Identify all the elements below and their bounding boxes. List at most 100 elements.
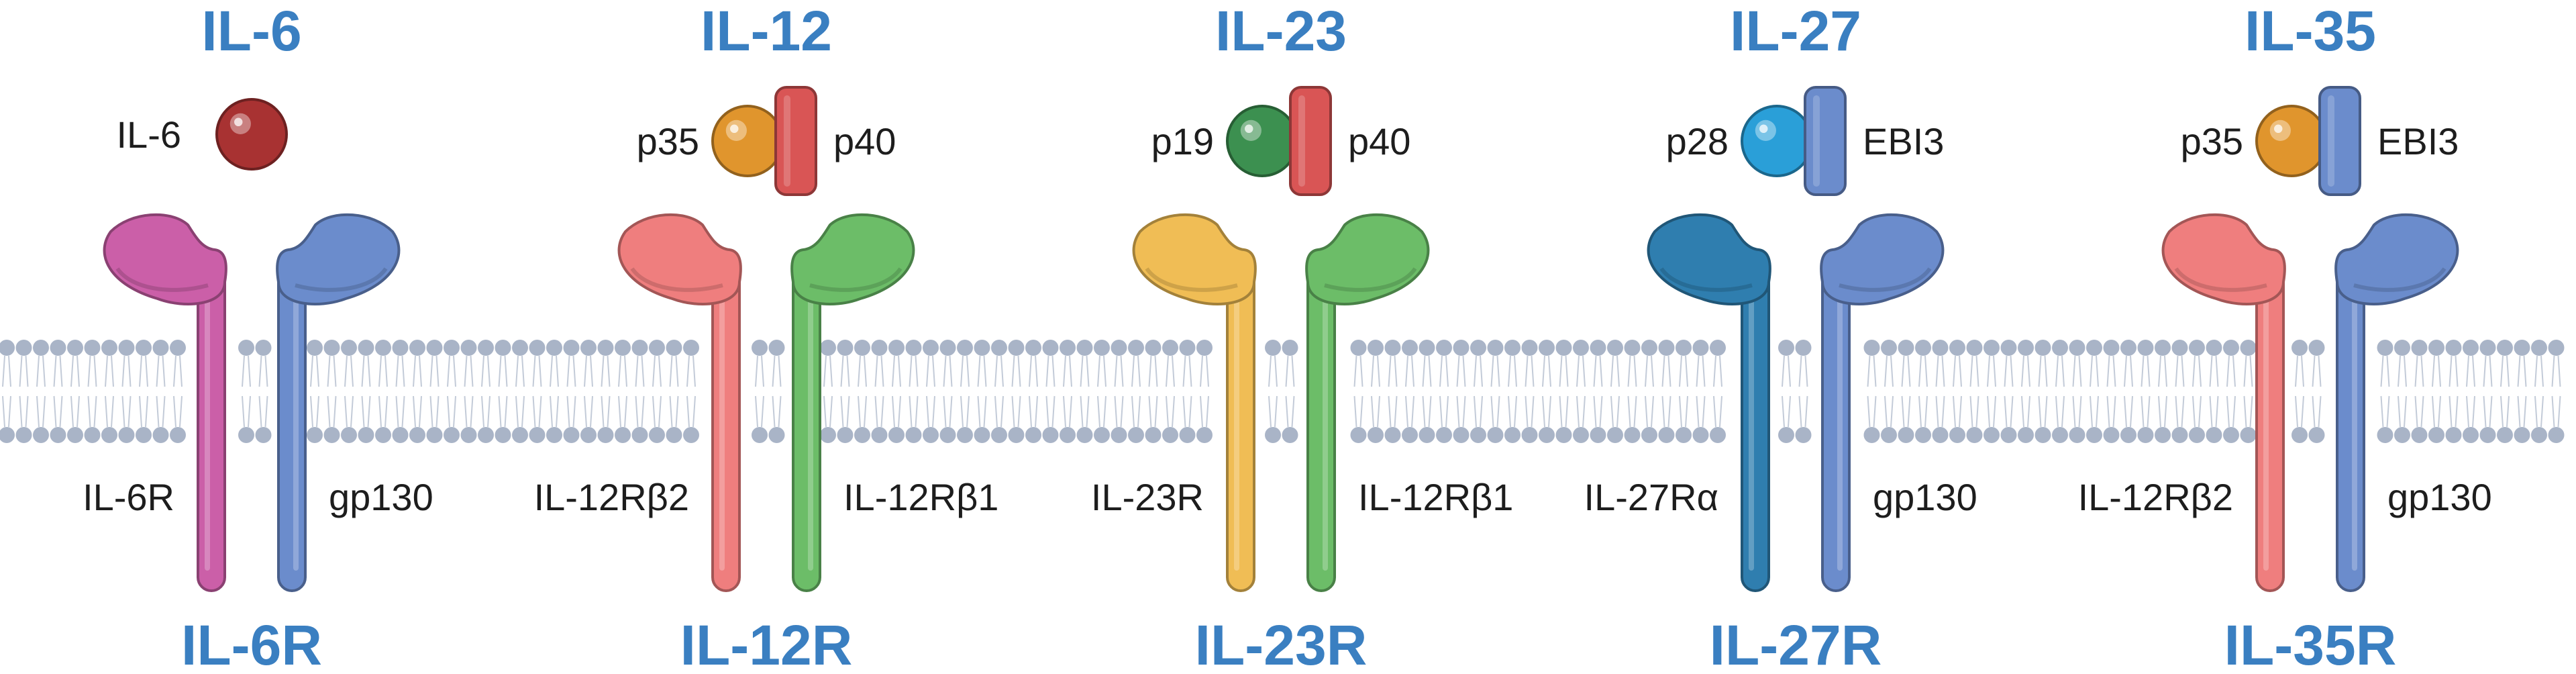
lipid-tail	[772, 355, 782, 387]
lipid-tail	[1045, 395, 1055, 428]
lipid-head	[170, 340, 186, 356]
cytokine-ligand	[1226, 86, 1332, 196]
lipid-tail	[105, 355, 114, 387]
receptor-highlight	[1323, 289, 1328, 571]
receptor-chain-right	[1305, 213, 1430, 592]
lipid-tail	[2106, 355, 2116, 387]
lipid-tail	[498, 395, 508, 428]
lipid-head	[2034, 340, 2051, 356]
lipid-tail	[755, 395, 764, 428]
lipid-head	[1607, 340, 1623, 356]
lipid-tail	[1114, 395, 1124, 428]
lipid-tail	[1953, 355, 1962, 387]
ligand-subunit-alpha	[2255, 105, 2328, 177]
lipid-head	[529, 427, 546, 443]
receptor-chain-left	[103, 213, 227, 592]
subunit-body	[1226, 105, 1298, 177]
subunit-body	[1741, 105, 1813, 177]
ligand-subunit-label: p19	[1151, 120, 1214, 162]
lipid-tail	[840, 355, 850, 387]
lipid-tail	[652, 395, 662, 428]
lipid-head	[67, 340, 83, 356]
lipid-tail	[1713, 355, 1722, 387]
lipid-tail	[2380, 395, 2390, 428]
lipid-head	[2514, 427, 2530, 443]
lipid-head	[2189, 427, 2205, 443]
lipid-head	[597, 427, 614, 443]
receptor-stalk	[1226, 267, 1255, 592]
lipid-head	[2377, 427, 2393, 443]
lipid-tail	[242, 395, 251, 428]
chain-label-left: IL-23R	[1091, 476, 1204, 518]
ligand-subunit-label: EBI3	[2377, 120, 2459, 162]
lipid-head	[991, 427, 1007, 443]
receptor-shadow	[1324, 267, 1417, 292]
lipid-tail	[413, 395, 422, 428]
lipid-tail	[1182, 395, 1192, 428]
receptor-stalk	[277, 267, 307, 592]
lipid-tail	[1884, 355, 1894, 387]
lipid-tail	[926, 355, 935, 387]
lipid-head	[409, 340, 425, 356]
lipid-head	[2223, 427, 2239, 443]
lipid-tail	[1371, 395, 1380, 428]
lipid-head	[2137, 340, 2154, 356]
lipid-head	[854, 340, 870, 356]
lipid-tail	[1353, 355, 1363, 387]
lipid-tail	[2551, 355, 2561, 387]
lipid-tail	[2398, 395, 2407, 428]
lipid-head	[1094, 427, 1110, 443]
lipid-head	[1436, 340, 1452, 356]
lipid-head	[631, 427, 648, 443]
lipid-head	[1060, 340, 1076, 356]
lipid-head	[2479, 427, 2496, 443]
lipid-tail	[618, 355, 627, 387]
lipid-tail	[378, 395, 388, 428]
lipid-head	[1624, 427, 1641, 443]
lipid-head	[1025, 340, 1041, 356]
lipid-head	[255, 340, 272, 356]
lipid-tail	[960, 395, 970, 428]
subunit-highlight	[784, 95, 790, 187]
lipid-head	[649, 427, 665, 443]
lipid-head	[1042, 340, 1059, 356]
subunit-shine	[1245, 124, 1253, 134]
receptor-title: IL-12R	[680, 614, 853, 674]
lipid-head	[683, 427, 699, 443]
lipid-head	[478, 427, 494, 443]
lipid-tail	[858, 395, 867, 428]
lipid-head	[923, 340, 939, 356]
lipid-tail	[1490, 395, 1500, 428]
chain-label-right: IL-12Rβ1	[843, 476, 998, 518]
receptor-highlight	[808, 289, 813, 571]
ligand-subunit-beta	[1804, 86, 1847, 196]
lipid-head	[2171, 427, 2188, 443]
lipid-head	[2531, 340, 2547, 356]
lipid-tail	[1166, 395, 1175, 428]
lipid-head	[1453, 340, 1470, 356]
lipid-head	[1470, 427, 1486, 443]
receptor-shadow	[630, 267, 723, 292]
lipid-tail	[1097, 395, 1106, 428]
lipid-tail	[2141, 395, 2151, 428]
lipid-head	[2497, 340, 2513, 356]
lipid-heads	[0, 340, 2565, 443]
lipid-tail	[1045, 355, 1055, 387]
chain-label-right: gp130	[1873, 476, 1977, 518]
lipid-head	[1179, 427, 1196, 443]
receptor-stalk	[2255, 267, 2285, 592]
cytokine-ligand	[2255, 86, 2361, 196]
ligand-subunit-alpha	[1226, 105, 1298, 177]
lipid-tail	[2466, 355, 2475, 387]
lipid-tail	[858, 355, 867, 387]
lipid-head	[2291, 340, 2308, 356]
lipid-tail	[909, 395, 919, 428]
receptor-highlight	[2263, 289, 2269, 571]
lipid-head	[444, 427, 460, 443]
lipid-head	[2463, 340, 2479, 356]
lipid-head	[1881, 427, 1897, 443]
receptor-chain-left	[2161, 213, 2286, 592]
lipid-head	[495, 340, 511, 356]
lipid-head	[50, 340, 66, 356]
lipid-head	[0, 340, 15, 356]
